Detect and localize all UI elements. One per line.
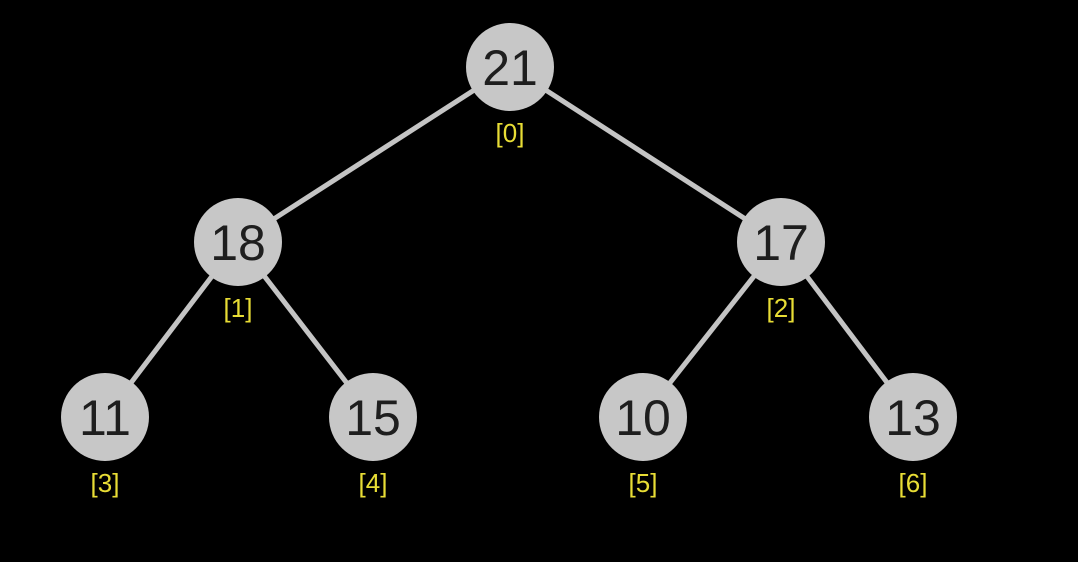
tree-node-6: 13 [6] (869, 373, 957, 498)
tree-node-1: 18 [1] (194, 198, 282, 323)
node-value: 15 (345, 390, 401, 446)
node-value: 10 (615, 390, 671, 446)
node-value: 21 (482, 40, 538, 96)
node-circle (737, 198, 825, 286)
node-circle (869, 373, 957, 461)
node-index-label: [0] (496, 118, 525, 148)
node-index-label: [4] (359, 468, 388, 498)
node-circle (61, 373, 149, 461)
tree-node-0: 21 [0] (466, 23, 554, 148)
tree-node-5: 10 [5] (599, 373, 687, 498)
node-index-label: [2] (767, 293, 796, 323)
tree-node-2: 17 [2] (737, 198, 825, 323)
node-index-label: [5] (629, 468, 658, 498)
tree-node-3: 11 [3] (61, 373, 149, 498)
edge-0-1 (236, 64, 512, 245)
node-value: 13 (885, 390, 941, 446)
tree-node-4: 15 [4] (329, 373, 417, 498)
node-index-label: [3] (91, 468, 120, 498)
node-circle (466, 23, 554, 111)
node-circle (194, 198, 282, 286)
node-index-label: [1] (224, 293, 253, 323)
node-value: 18 (210, 215, 266, 271)
node-index-label: [6] (899, 468, 928, 498)
node-circle (599, 373, 687, 461)
node-circle (329, 373, 417, 461)
node-value: 11 (79, 390, 131, 446)
node-value: 17 (753, 215, 809, 271)
edge-0-2 (508, 64, 783, 245)
